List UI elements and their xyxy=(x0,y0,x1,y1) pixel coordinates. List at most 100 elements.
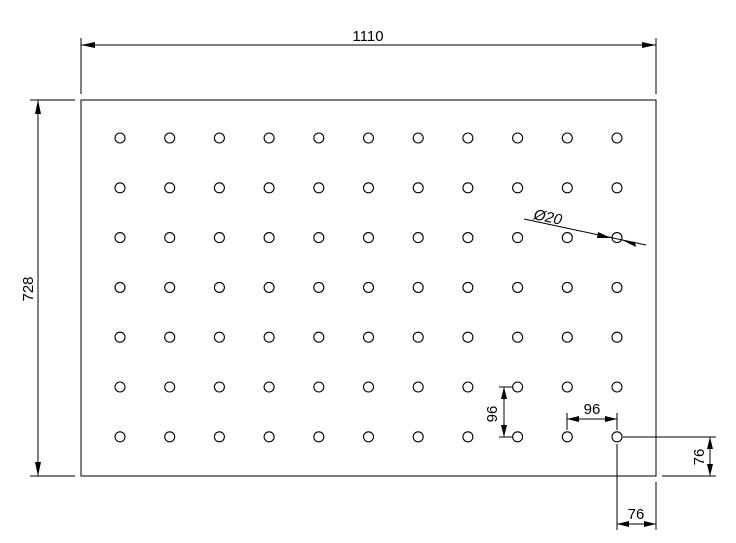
hole xyxy=(114,132,126,144)
hole xyxy=(561,132,573,144)
hole xyxy=(611,381,623,393)
hole xyxy=(213,132,225,144)
hole xyxy=(164,232,176,244)
hole xyxy=(412,182,424,194)
arrowhead-left xyxy=(567,416,579,422)
hole xyxy=(164,331,176,343)
hole xyxy=(561,182,573,194)
hole xyxy=(362,132,375,144)
hole xyxy=(512,281,524,293)
hole xyxy=(114,281,126,293)
hole xyxy=(313,281,325,293)
arrowhead-right xyxy=(642,42,656,48)
hole xyxy=(164,182,176,194)
bottom-edge-offset-label: 76 xyxy=(691,449,708,466)
hole xyxy=(164,281,176,293)
overall-height-label: 728 xyxy=(20,276,37,301)
hole xyxy=(313,381,325,393)
hole xyxy=(611,281,623,293)
hole xyxy=(313,232,325,244)
hole xyxy=(412,281,424,293)
hole xyxy=(512,132,524,144)
hole xyxy=(561,431,573,443)
arrowhead-bottom xyxy=(35,462,41,476)
hole xyxy=(313,331,325,343)
hole xyxy=(213,232,225,244)
arrowhead-right xyxy=(644,521,656,527)
hole xyxy=(561,232,573,244)
hole xyxy=(512,331,524,343)
hole xyxy=(512,381,524,393)
hole xyxy=(611,182,623,194)
hole xyxy=(263,132,275,144)
hole xyxy=(213,281,225,293)
hole xyxy=(213,381,225,393)
horizontal-pitch-dimension: 96 xyxy=(566,401,618,430)
hole xyxy=(412,431,424,443)
hole xyxy=(462,182,474,194)
hole xyxy=(164,381,176,393)
hole xyxy=(263,232,275,244)
right-edge-offset-dimension: 76 xyxy=(616,444,657,530)
arrowhead-diameter-right xyxy=(622,240,636,247)
hole xyxy=(263,431,275,443)
hole xyxy=(462,232,474,244)
hole-diameter-label: Ø20 xyxy=(531,206,564,229)
hole xyxy=(462,381,474,393)
hole xyxy=(462,431,474,443)
hole-grid xyxy=(114,132,623,443)
hole xyxy=(362,331,375,343)
right-edge-offset-label: 76 xyxy=(628,506,645,523)
arrowhead-left xyxy=(81,42,95,48)
hole xyxy=(512,232,524,244)
hole xyxy=(462,331,474,343)
hole xyxy=(263,182,275,194)
hole xyxy=(114,182,126,194)
hole xyxy=(114,381,126,393)
hole xyxy=(412,232,424,244)
hole xyxy=(512,182,524,194)
hole xyxy=(313,431,325,443)
hole xyxy=(412,381,424,393)
hole xyxy=(164,132,176,144)
hole xyxy=(412,132,424,144)
hole xyxy=(611,431,623,443)
overall-height-dimension: 728 xyxy=(20,99,75,477)
arrowhead-left xyxy=(617,521,629,527)
hole xyxy=(462,281,474,293)
bottom-edge-offset-dimension: 76 xyxy=(623,436,716,477)
hole xyxy=(213,431,225,443)
vertical-pitch-dimension: 96 xyxy=(484,386,512,438)
hole-diameter-dimension: Ø20 xyxy=(523,206,647,247)
hole xyxy=(512,431,524,443)
hole xyxy=(611,331,623,343)
plate-outline xyxy=(80,99,657,477)
overall-width-dimension: 1110 xyxy=(80,28,657,94)
arrowhead-diameter-left xyxy=(597,232,611,238)
hole xyxy=(362,381,375,393)
arrowhead-up xyxy=(501,387,507,399)
hole xyxy=(611,132,623,144)
arrowhead-down xyxy=(707,464,713,476)
hole xyxy=(114,331,126,343)
overall-width-label: 1110 xyxy=(352,28,383,45)
hole xyxy=(164,431,176,443)
arrowhead-up xyxy=(707,437,713,449)
hole xyxy=(561,281,573,293)
hole xyxy=(263,281,275,293)
hole xyxy=(362,281,375,293)
arrowhead-down xyxy=(501,425,507,437)
hole xyxy=(412,331,424,343)
hole xyxy=(561,381,573,393)
vertical-pitch-label: 96 xyxy=(484,406,501,423)
hole xyxy=(313,132,325,144)
arrowhead-top xyxy=(35,100,41,114)
arrowhead-right xyxy=(605,416,617,422)
hole xyxy=(213,331,225,343)
hole xyxy=(362,431,375,443)
hole xyxy=(114,431,126,443)
hole xyxy=(313,182,325,194)
hole xyxy=(561,331,573,343)
hole xyxy=(462,132,474,144)
